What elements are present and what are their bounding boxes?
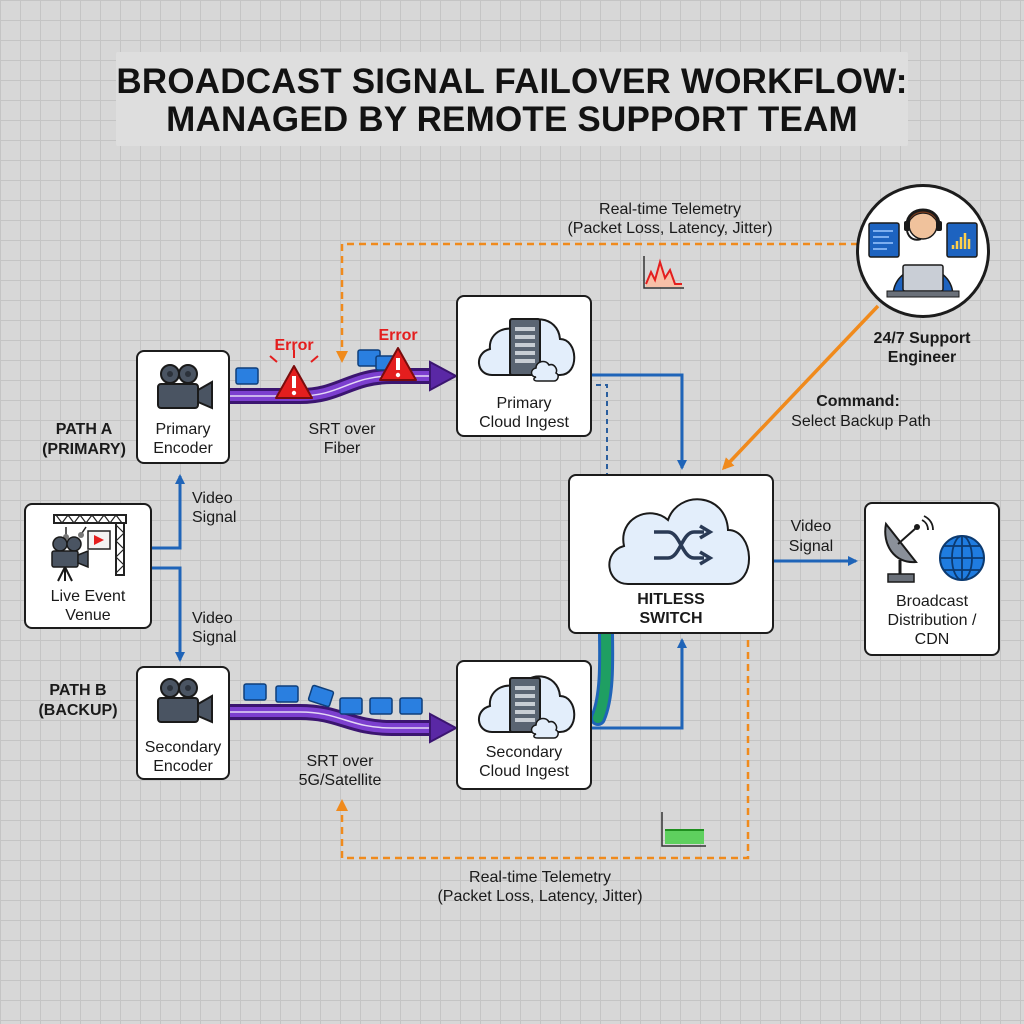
warning-icon <box>379 347 417 381</box>
movie-camera-icon <box>157 364 213 410</box>
switch-label-line1: HITLESS <box>637 591 705 608</box>
primary-ingest-label-line1: Primary <box>496 395 552 412</box>
spike-graph-icon <box>643 256 684 289</box>
telemetry-bottom-line2: (Packet Loss, Latency, Jitter) <box>437 888 643 905</box>
stage-truss-icon <box>53 514 127 576</box>
title-banner <box>116 52 908 146</box>
primary-encoder-label-line2: Encoder <box>153 440 213 457</box>
telemetry-top-line2: (Packet Loss, Latency, Jitter) <box>567 220 773 237</box>
primary-encoder-label-line1: Primary <box>155 421 211 438</box>
page-title-line1: BROADCAST SIGNAL FAILOVER WORKFLOW: <box>116 62 908 101</box>
cloud-server-icon <box>478 318 576 382</box>
venue-label-line2: Venue <box>65 607 111 624</box>
secondary-packets <box>243 683 423 715</box>
distribution-label-line2: Distribution / <box>887 612 977 629</box>
page-title-line2: MANAGED BY REMOTE SUPPORT TEAM <box>166 100 858 139</box>
data-packet-icon <box>399 697 423 715</box>
data-packet-icon <box>243 683 267 701</box>
command-label-line1: Command: <box>816 393 900 410</box>
node-secondary-encoder[interactable]: Secondary Encoder <box>136 666 230 780</box>
command-arrow <box>721 304 880 471</box>
node-support-engineer[interactable] <box>856 184 990 318</box>
telemetry-top-line <box>336 242 858 363</box>
error-label-1: Error <box>274 337 314 354</box>
command-label-line2: Select Backup Path <box>791 413 931 430</box>
flat-graph-icon <box>661 812 706 847</box>
node-primary-cloud-ingest[interactable]: Primary Cloud Ingest <box>456 295 592 437</box>
venue-label-line1: Live Event <box>50 588 126 605</box>
data-packet-icon <box>307 684 335 708</box>
venue-to-secondary-encoder-line <box>152 566 185 662</box>
path-b-label-line2: (BACKUP) <box>38 702 118 719</box>
data-packet-icon <box>275 685 299 703</box>
srt-fiber-label-line1: SRT over <box>308 421 376 438</box>
node-live-event-venue[interactable]: Live Event Venue <box>24 503 152 629</box>
secondary-ingest-to-switch-line <box>592 638 687 730</box>
engineer-label-line1: 24/7 Support <box>873 330 971 347</box>
srt-5g-label-line1: SRT over <box>306 753 374 770</box>
venue-to-primary-encoder-line <box>152 474 185 550</box>
path-a-label-line2: (PRIMARY) <box>42 441 126 458</box>
path-a-label-line1: PATH A <box>55 421 113 438</box>
video-signal-top-line2: Signal <box>192 509 237 526</box>
distribution-label-line3: CDN <box>914 631 950 648</box>
node-primary-encoder[interactable]: Primary Encoder <box>136 350 230 464</box>
primary-ingest-to-switch-line <box>592 373 687 470</box>
primary-ingest-label-line2: Cloud Ingest <box>479 414 569 431</box>
data-packet-icon <box>339 697 363 715</box>
secondary-encoder-label-line1: Secondary <box>144 739 222 756</box>
telemetry-bottom-line <box>336 640 750 860</box>
secondary-ingest-label-line2: Cloud Ingest <box>479 763 569 780</box>
video-signal-out-line2: Signal <box>788 538 834 555</box>
data-packet-icon <box>235 367 259 385</box>
switch-label-line2: SWITCH <box>639 610 703 627</box>
movie-camera-icon <box>157 678 213 724</box>
path-b-label-line1: PATH B <box>49 682 107 699</box>
telemetry-top-line1: Real-time Telemetry <box>599 201 741 218</box>
video-signal-bottom-line1: Video <box>192 610 233 627</box>
node-secondary-cloud-ingest[interactable]: Secondary Cloud Ingest <box>456 660 592 790</box>
shuffle-icon <box>654 524 714 566</box>
movie-camera-icon <box>51 536 89 582</box>
satellite-dish-icon <box>884 515 934 583</box>
cloud-server-icon <box>478 675 576 739</box>
video-signal-out-line1: Video <box>790 518 832 535</box>
srt-fiber-label-line2: Fiber <box>323 440 361 457</box>
telemetry-bottom-line1: Real-time Telemetry <box>469 869 611 886</box>
video-signal-bottom-line2: Signal <box>192 629 237 646</box>
distribution-label-line1: Broadcast <box>895 593 969 610</box>
video-signal-top-line1: Video <box>192 490 233 507</box>
globe-icon <box>939 535 985 581</box>
engineer-label-line2: Engineer <box>887 349 957 366</box>
data-packet-icon <box>369 697 393 715</box>
error-label-2: Error <box>378 327 418 344</box>
node-broadcast-distribution[interactable]: Broadcast Distribution / CDN <box>864 502 1000 656</box>
headset-engineer-icon <box>868 208 978 298</box>
node-hitless-switch[interactable]: HITLESS SWITCH <box>568 474 774 634</box>
srt-5g-label-line2: 5G/Satellite <box>298 772 382 789</box>
warning-icon <box>269 350 319 399</box>
secondary-ingest-label-line1: Secondary <box>485 744 563 761</box>
secondary-encoder-label-line2: Encoder <box>153 758 213 775</box>
